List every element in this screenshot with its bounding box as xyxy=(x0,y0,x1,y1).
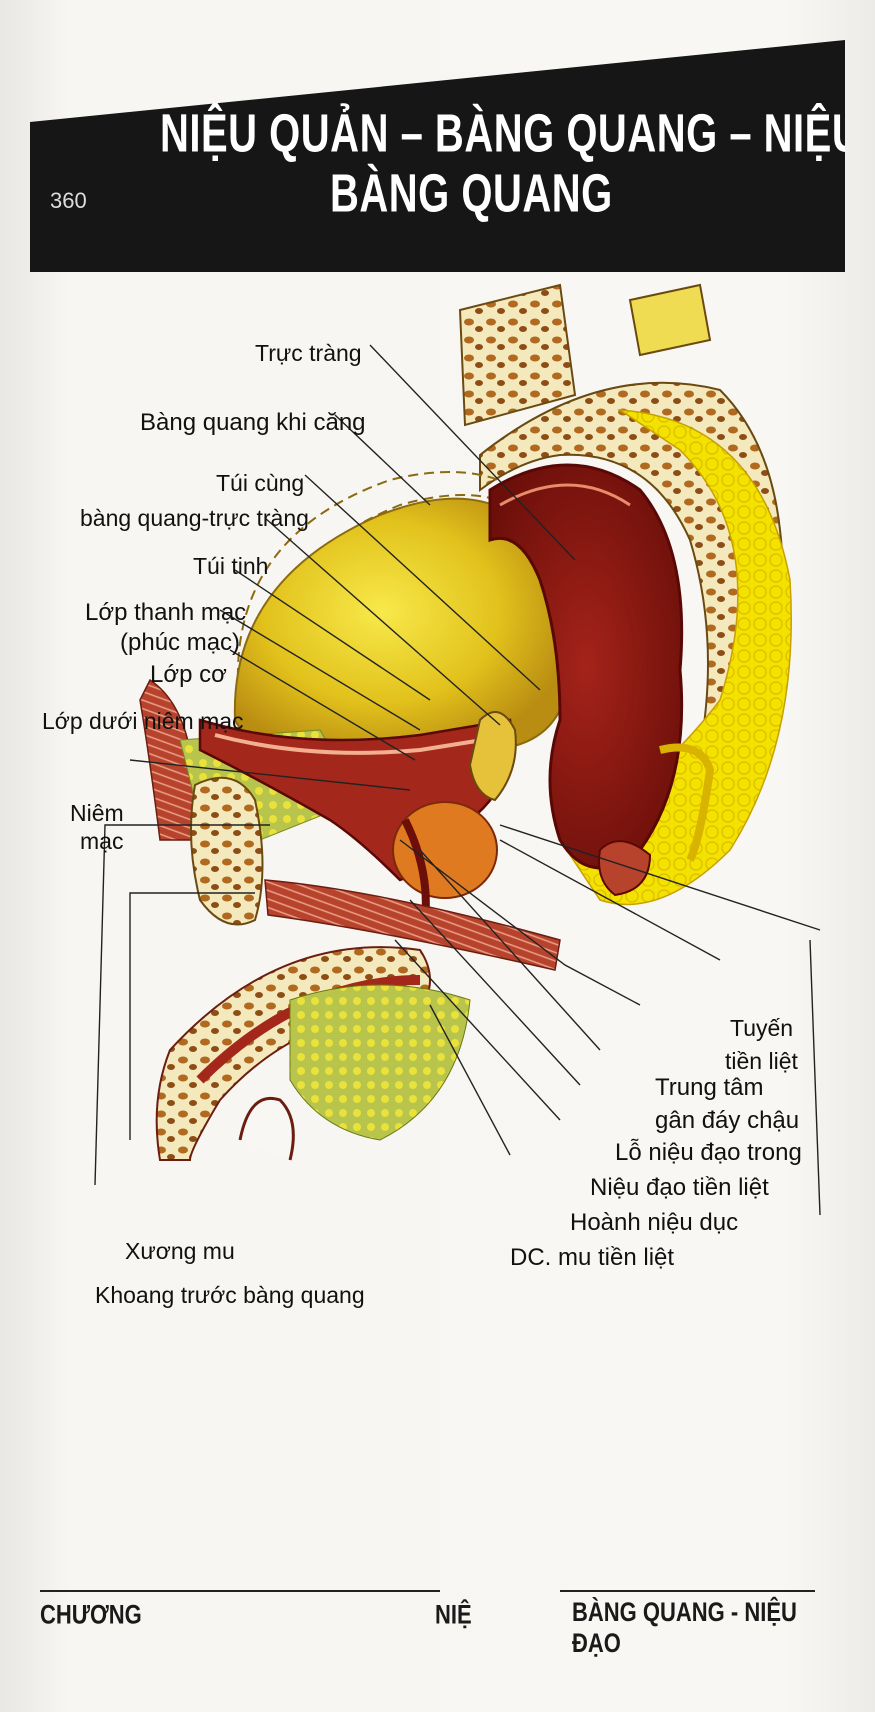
label-rectum: Trực tràng xyxy=(255,340,362,366)
label-mucosa-1: Niêm xyxy=(70,800,124,826)
banner-background xyxy=(30,40,845,272)
label-internal-urethral-orifice: Lỗ niệu đạo trong xyxy=(615,1139,802,1166)
pubic-bone xyxy=(190,776,264,926)
label-serosa-1: Lớp thanh mạc xyxy=(85,599,247,626)
label-distended-bladder: Bàng quang khi căng xyxy=(140,409,366,436)
anal-sphincter xyxy=(598,840,652,897)
label-submucosa: Lớp dưới niêm mạc xyxy=(42,708,244,734)
perineal-fat xyxy=(289,984,471,1141)
label-rectovesical-pouch-2: bàng quang-trực tràng xyxy=(80,505,309,531)
label-prevesical-space: Khoang trước bàng quang xyxy=(95,1282,365,1308)
label-prostate-1: Tuyến xyxy=(730,1015,794,1041)
bladder-anatomy-illustration xyxy=(94,283,821,1216)
label-pubic-bone: Xương mu xyxy=(125,1238,235,1264)
footer-chapter: CHƯƠNG xyxy=(40,1599,142,1630)
footer-rule-left xyxy=(40,1590,440,1592)
label-rectovesical-pouch-1: Túi cùng xyxy=(216,470,305,496)
footer-rule-right xyxy=(560,1590,815,1592)
label-perineal-body-1: Trung tâm xyxy=(655,1074,764,1101)
footer-section: BÀNG QUANG - NIỆU ĐẠO xyxy=(572,1596,797,1658)
label-prostatic-urethra: Niệu đạo tiền liệt xyxy=(590,1174,769,1201)
pelvic-fat xyxy=(558,409,792,906)
label-seminal-vesicle: Túi tinh xyxy=(193,553,269,579)
chapter-banner: 360 NIỆU QUẢN – BÀNG QUANG – NIỆU ĐẠO: B… xyxy=(30,40,845,272)
urogenital-diaphragm xyxy=(264,879,561,971)
page-footer: CHƯƠNG NIỆ BÀNG QUANG - NIỆU ĐẠO xyxy=(40,1580,820,1658)
page-title-line2: BÀNG QUANG xyxy=(330,164,613,224)
label-prostate-2: tiền liệt xyxy=(725,1048,798,1074)
label-muscular-layer: Lớp cơ xyxy=(150,661,227,688)
leader-lines xyxy=(94,344,821,1216)
seminal-vesicle xyxy=(468,711,517,802)
distended-bladder-outline xyxy=(236,471,521,711)
label-serosa-2: (phúc mạc) xyxy=(120,629,241,656)
label-puboprostatic-ligament: DC. mu tiền liệt xyxy=(510,1244,675,1271)
footer-middle: NIỆ xyxy=(435,1599,472,1630)
page-title-line1: NIỆU QUẢN – BÀNG QUANG – NIỆU ĐẠO: xyxy=(160,104,845,164)
label-mucosa-2: mạc xyxy=(80,828,124,854)
prostate xyxy=(392,801,498,899)
label-perineal-body-2: gân đáy chậu xyxy=(655,1107,800,1134)
label-urogenital-diaphragm: Hoành niệu dục xyxy=(570,1209,739,1236)
page-number: 360 xyxy=(50,188,87,213)
